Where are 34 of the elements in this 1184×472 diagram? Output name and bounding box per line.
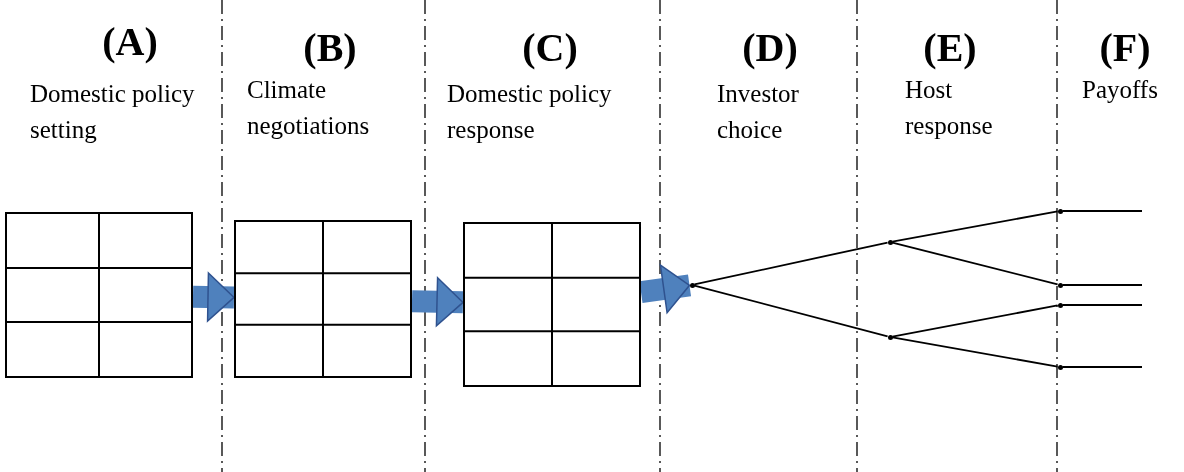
block-arrow [192,272,235,322]
tree-branch-line [891,304,1059,338]
tree-branch-line [1061,366,1143,368]
branch-point [1057,208,1063,214]
branch-point [887,239,893,245]
tree-branch-line [1061,304,1143,306]
tree-branch-line [891,210,1059,243]
column-heading: (A) [101,20,159,64]
tree-branch-line [1061,284,1143,286]
empty-table-grid [234,220,412,378]
branch-point [1057,302,1063,308]
block-arrow [411,277,464,327]
tree-branch-line [891,241,1059,286]
stage-label: Domestic policy setting [30,79,196,145]
branch-point [1057,282,1063,288]
column-heading: (F) [1098,26,1152,70]
empty-table-grid [463,222,641,387]
stage-label: Climate negotiations [247,75,371,141]
stage-label: Domestic policy response [447,79,613,145]
branch-point [689,282,695,288]
tree-branch-line [693,241,889,286]
tree-branch-line [891,336,1059,368]
column-heading: (E) [922,26,978,70]
branch-point [887,334,893,340]
column-heading: (B) [302,26,358,70]
tree-branch-line [693,284,889,338]
stage-label: Host response [905,75,994,141]
stage-label: Investor choice [717,79,800,145]
column-heading: (D) [741,26,799,70]
branch-point [1057,364,1063,370]
column-heading: (C) [521,26,579,70]
empty-table-grid [5,212,193,378]
stage-label: Payoffs [1082,75,1159,105]
tree-branch-line [1061,210,1143,212]
